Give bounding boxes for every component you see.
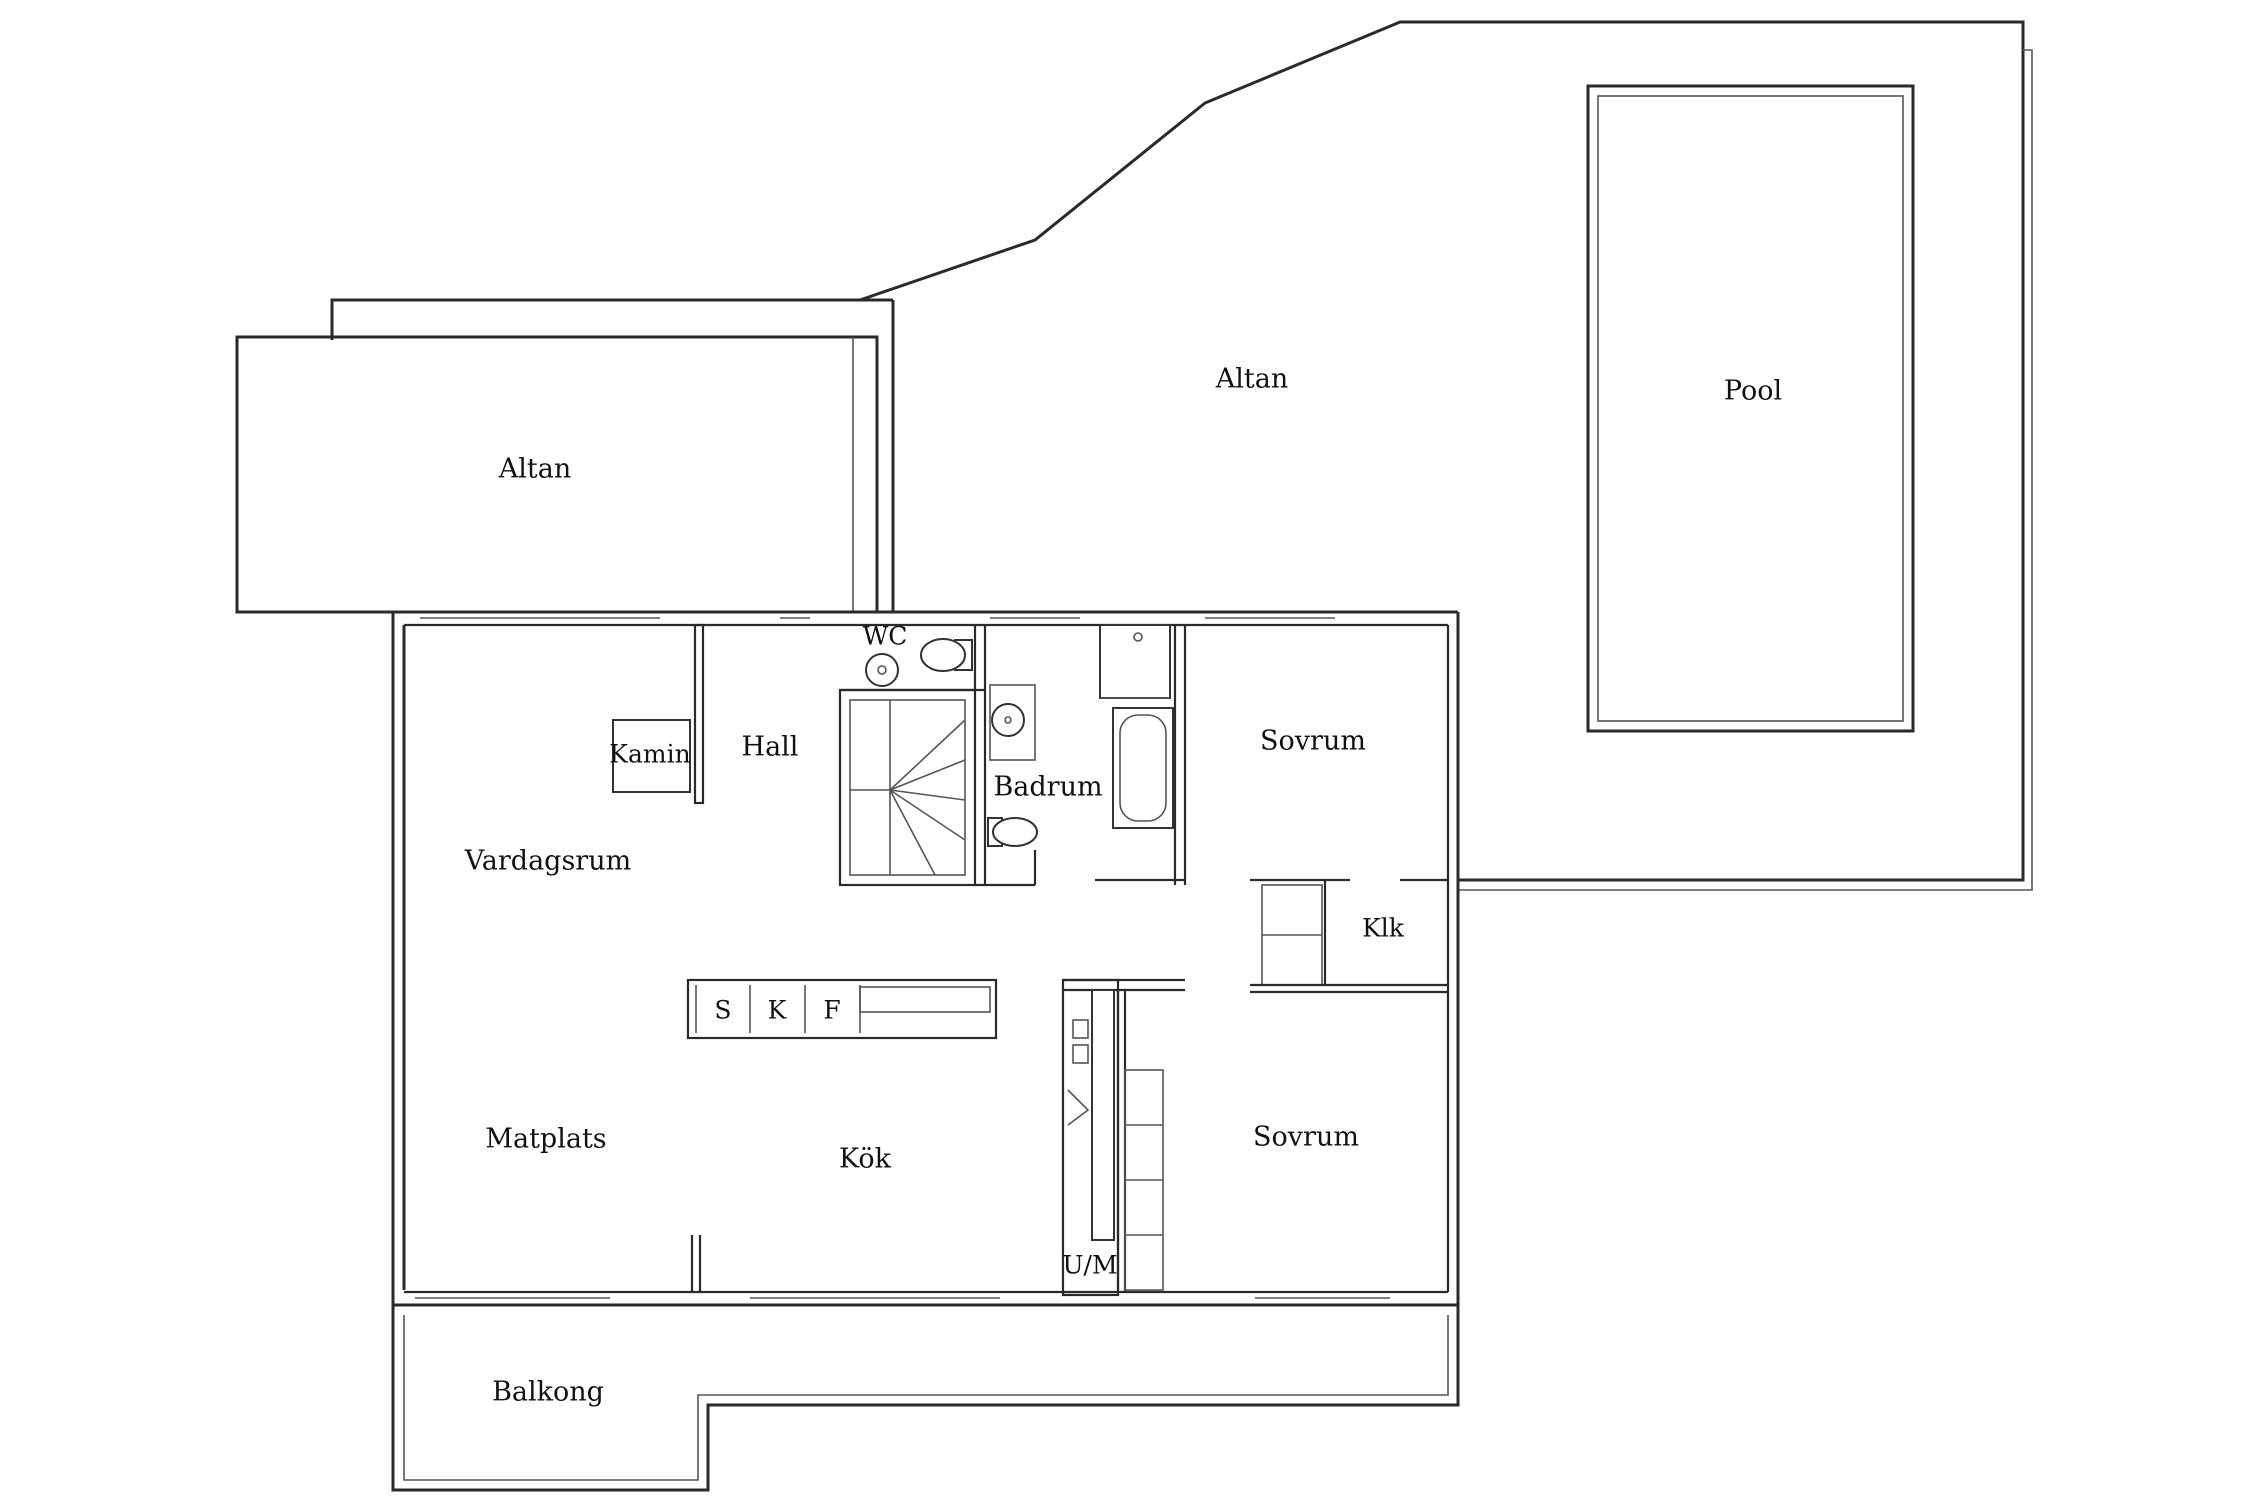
- pool-label: Pool: [1724, 376, 1782, 407]
- balkong-label: Balkong: [492, 1377, 604, 1408]
- badrum-room: [975, 624, 1187, 887]
- kitchen-counter: [1061, 978, 1185, 1297]
- appliance-f-label: F: [823, 996, 840, 1025]
- altan-north-outline: [859, 20, 2033, 891]
- um-label: U/M: [1062, 1251, 1117, 1280]
- klk-label: Klk: [1362, 914, 1405, 943]
- house-walls: [391, 610, 1460, 1310]
- kok-label: Kök: [839, 1144, 892, 1175]
- staircase: [838, 688, 977, 887]
- badrum-label: Badrum: [993, 772, 1102, 803]
- kitchen-island: [686, 978, 998, 1040]
- klk-area: [1250, 878, 1448, 994]
- kamin-label: Kamin: [609, 740, 690, 769]
- altan-north-label: Altan: [1215, 364, 1288, 395]
- hall-label: Hall: [742, 732, 799, 763]
- matplats-label: Matplats: [485, 1124, 606, 1155]
- wc-room: [840, 625, 985, 692]
- sovrum-north-label: Sovrum: [1260, 726, 1366, 757]
- vardagsrum-label: Vardagsrum: [464, 846, 631, 877]
- sovrum-south-label: Sovrum: [1253, 1122, 1359, 1153]
- altan-west-label: Altan: [498, 454, 571, 485]
- appliance-k-label: K: [768, 996, 788, 1025]
- appliance-s-label: S: [714, 996, 731, 1025]
- wc-label: WC: [863, 622, 908, 651]
- balkong-outline: [391, 1305, 1460, 1492]
- pool: [1586, 84, 1915, 733]
